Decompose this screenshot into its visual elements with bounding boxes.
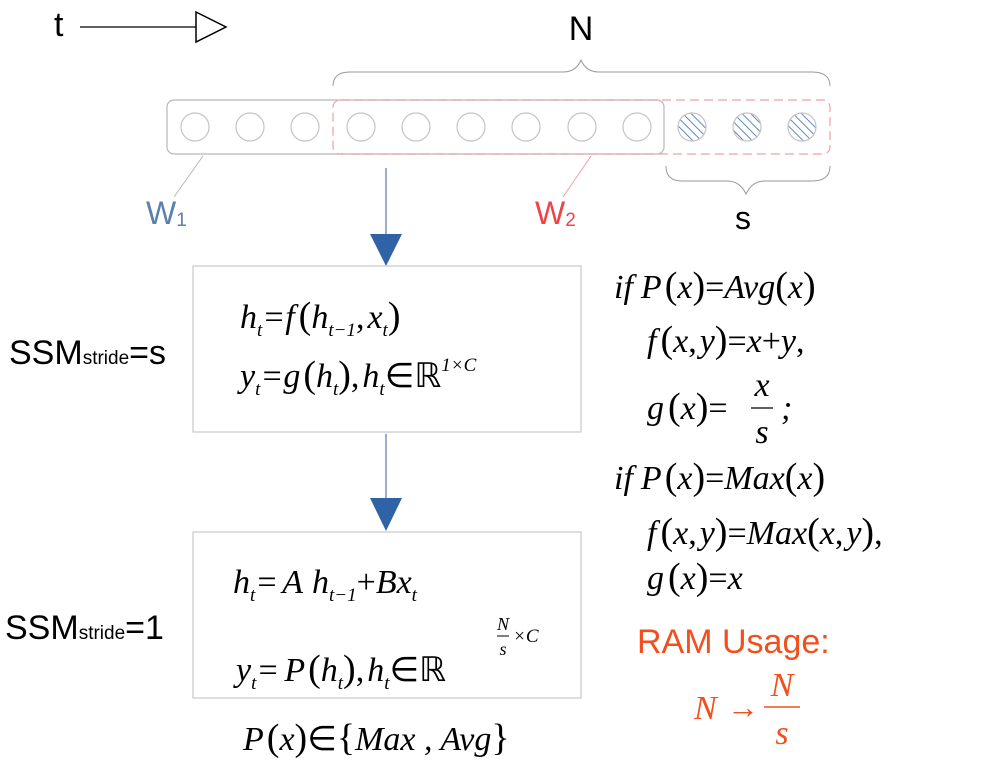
pooling-set: P(x)∈{Max , Avg} [242,717,510,759]
ssm-stride-1-label: SSMstride=1 [5,609,164,647]
sequence-element [346,112,376,142]
sequence-element [456,112,486,142]
ssm-s-equation-1: ht=f(ht−1,xt) [240,295,400,341]
avg-g-fraction: x s ; [751,367,792,451]
time-axis-label: t [54,6,64,44]
avg-g-tail: ; [781,390,792,427]
ssm-1-equation-2: yt=P(ht),ht∈ℝ [233,648,446,694]
sequence-new-element [787,112,817,142]
w1-label: W1 [146,195,187,231]
avg-g-numerator: x [753,367,769,404]
arrow-down-1-icon [370,168,402,266]
sequence-element [401,112,431,142]
ram-to-numerator: N [770,667,796,704]
window-w2-box [332,99,831,155]
sequence-element [622,112,652,142]
ram-arrow-icon: → [727,689,759,725]
sequence-new-element [732,112,762,142]
time-axis: t [54,6,228,44]
ram-to-denominator: s [775,715,788,752]
ssm-stride-s-box [192,265,582,433]
window-length-brace: N [332,10,831,87]
ssm-1-superscript-fraction: N s ×C [496,614,539,659]
max-f-line: f(x,y)=Max(x,y), [647,511,883,553]
stride-brace: s [665,165,831,236]
sup-tail: ×C [513,626,539,647]
sequence-element [180,112,210,142]
sequence-hatched [677,112,817,142]
sequence-element [290,112,320,142]
ram-usage-title: RAM Usage: [637,623,830,661]
avg-f-line: f(x,y)=x+y, [647,319,805,361]
ssm-stride-s-label: SSMstride=s [9,334,166,372]
avg-g-line-lhs: g(x)= [647,386,728,428]
time-arrow-head-icon [195,10,228,44]
sup-numerator: N [496,614,510,634]
sequence-element [235,112,265,142]
sequence-plain [180,112,652,142]
sequence-element [511,112,541,142]
w2-label: W2 [535,195,576,231]
ssm-s-equation-2: yt=g(ht),ht∈ℝ1×C [237,354,477,400]
max-g-line: g(x)=x [647,556,743,598]
sequence-new-element [677,112,707,142]
ram-usage-formula: N → N s [693,667,800,752]
arrow-down-2-icon [370,434,402,531]
stride-label: s [735,200,751,236]
ssm-stride-1-box [192,531,582,699]
window-length-label: N [569,10,594,48]
avg-g-denominator: s [755,414,768,451]
w1-leader-line [173,155,204,198]
ram-from: N [693,690,719,727]
w2-leader-line [562,155,592,198]
sequence-element [567,112,597,142]
sup-denominator: s [499,639,506,659]
